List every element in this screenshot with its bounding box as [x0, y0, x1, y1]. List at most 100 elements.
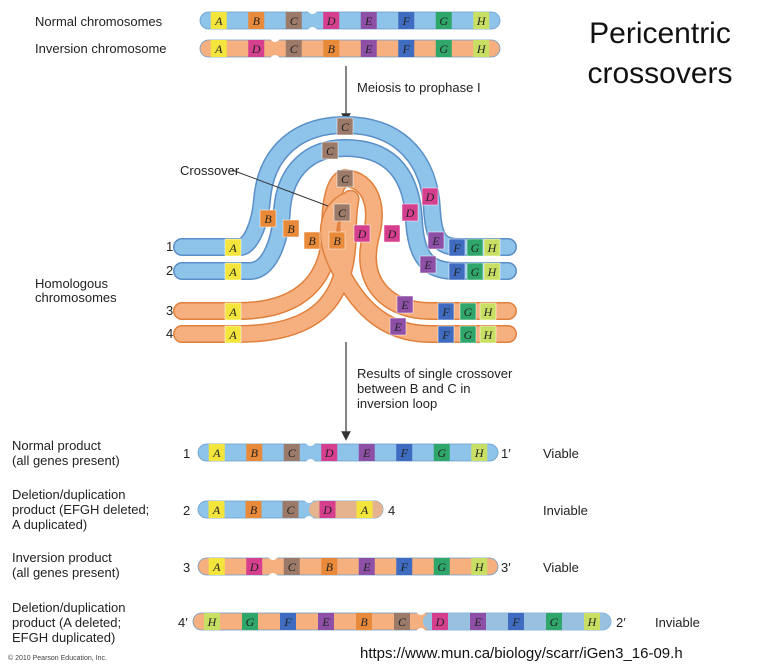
product-1-label-1: Normal product: [12, 438, 101, 453]
product-4-chromosome-centromere-bottom: [416, 628, 426, 631]
normal-chromosome-gene-7: H: [476, 14, 487, 28]
normal-chromosome-band-5: [398, 12, 415, 29]
product-2-label-3: A duplicated): [12, 517, 88, 532]
inversion-chromosome-gene-0: A: [214, 42, 223, 56]
product-4-right: 2′: [616, 615, 626, 630]
product-2-right: 4: [388, 503, 396, 518]
product-2-chromosome-centromere-top: [304, 500, 314, 503]
loop-gene-25: H: [487, 265, 498, 279]
product-4-gene-over-8: F: [511, 615, 520, 629]
product-3-chromosome-gene-5: F: [400, 560, 409, 574]
loop-gene-8: D: [357, 227, 367, 241]
loop-gene-2: C: [341, 172, 350, 186]
product-4-chromosome-gene-3: E: [321, 615, 330, 629]
product-4-gene-over-10: H: [587, 615, 598, 629]
normal-chromosome-gene-2: C: [290, 14, 299, 28]
normal-chromosome-band-4: [360, 12, 377, 29]
inversion-chromosome-band-1: [248, 40, 265, 57]
loop-gene-13: E: [423, 258, 432, 272]
normal-chromosome-band-0: [210, 12, 227, 29]
product-4-gene-over-9: G: [550, 615, 559, 629]
product-3-chromosome-centromere-bottom: [268, 573, 278, 576]
product-1-chromosome-band-1: [246, 444, 263, 461]
normal-chromosome-gene-5: F: [402, 14, 411, 28]
loop-gene-22: G: [464, 305, 473, 319]
homologous-label-1: Homologous: [35, 276, 108, 291]
product-1-chromosome-band-5: [396, 444, 413, 461]
loop-gene-23: G: [464, 328, 473, 342]
product-3-chromosome-gene-4: E: [362, 560, 371, 574]
inversion-chromosome-label: Inversion chromosome: [35, 41, 167, 56]
product-1-chromosome-gene-7: H: [474, 446, 485, 460]
strand-num-4: 4: [166, 326, 174, 341]
strand-num-3: 3: [166, 303, 174, 318]
chromosome-bars: ABCDEFGHADCBEFGHABCDEFGHABCDADAADCBEFGHH…: [192, 11, 612, 631]
loop-band-17: [448, 262, 466, 281]
product-1-chromosome-band-3: [321, 444, 338, 461]
loop-band-23: [459, 325, 477, 344]
product-2-label-1: Deletion/duplication: [12, 487, 126, 502]
loop-band-3: [333, 203, 351, 222]
loop-band-20: [466, 238, 484, 257]
product-1-left: 1: [183, 446, 191, 461]
loop-band-29: [224, 262, 242, 281]
loop-band-7: [328, 231, 346, 250]
inversion-chromosome-centromere-top: [270, 39, 280, 42]
normal-chromosome-band-6: [435, 12, 452, 29]
product-1-chromosome-gene-3: D: [324, 446, 334, 460]
inversion-chromosome-gene-6: G: [439, 42, 448, 56]
product-4-chromosome-gene-2: F: [283, 615, 292, 629]
loop-band-4: [259, 209, 277, 228]
loop-gene-18: F: [441, 305, 450, 319]
loop-band-1: [321, 141, 339, 160]
product-1-chromosome-gene-4: E: [362, 446, 371, 460]
loop-gene-14: E: [400, 298, 409, 312]
loop-gene-21: G: [471, 265, 480, 279]
normal-chromosome-band-2: [285, 12, 302, 29]
loop-gene-26: H: [483, 305, 494, 319]
loop-gene-1: C: [326, 144, 335, 158]
product-3-chromosome-band-6: [433, 558, 450, 575]
normal-chromosome-band-1: [248, 12, 265, 29]
loop-gene-15: E: [393, 320, 402, 334]
source-url[interactable]: https://www.mun.ca/biology/scarr/iGen3_1…: [360, 645, 683, 662]
loop-gene-5: B: [287, 222, 295, 236]
loop-band-14: [396, 295, 414, 314]
product-1-chromosome-band-7: [471, 444, 488, 461]
normal-chromosome-gene-0: A: [214, 14, 223, 28]
loop-band-16: [448, 238, 466, 257]
product-2-chromosome-gene-2: C: [286, 503, 295, 517]
loop-gene-24: H: [487, 241, 498, 255]
loop-gene-3: C: [338, 206, 347, 220]
product-3-left: 3: [183, 560, 191, 575]
product-3-chromosome-centromere-top: [268, 557, 278, 560]
product-3-result: Viable: [543, 560, 579, 575]
loop-gene-19: F: [441, 328, 450, 342]
loop-band-24: [483, 238, 501, 257]
product-4-gene-over-7: E: [473, 615, 482, 629]
product-1-chromosome-band-2: [283, 444, 300, 461]
inversion-chromosome-gene-5: F: [402, 42, 411, 56]
inversion-chromosome-band-5: [398, 40, 415, 57]
loop-gene-4: B: [264, 212, 272, 226]
normal-chromosome-band-7: [473, 12, 490, 29]
loop-band-27: [479, 325, 497, 344]
product-1-result: Viable: [543, 446, 579, 461]
product-4-chromosome-band-5: [394, 613, 410, 630]
crossover-pointer: [231, 169, 329, 207]
product-4-band-over-7: [470, 613, 486, 630]
loop-band-13: [419, 255, 437, 274]
inversion-chromosome-band-2: [285, 40, 302, 57]
loop-band-22: [459, 302, 477, 321]
loop-band-25: [483, 262, 501, 281]
loop-gene-30: A: [228, 305, 237, 319]
product-3-chromosome-band-3: [321, 558, 338, 575]
inversion-chromosome-band-3: [323, 40, 340, 57]
product-1-chromosome-gene-0: A: [212, 446, 221, 460]
product-2-band-over-4: [356, 501, 373, 518]
slide-title: Pericentric crossovers: [587, 17, 733, 90]
